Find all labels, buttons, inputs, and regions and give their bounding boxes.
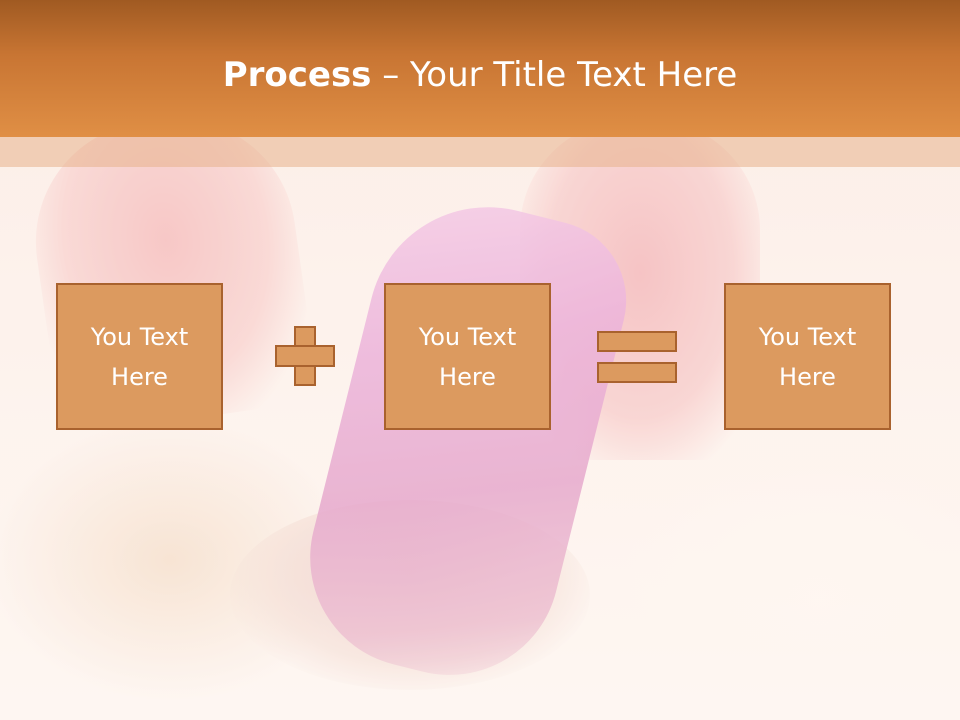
process-box-2[interactable]: You Text Here — [384, 283, 551, 430]
title-rest: – Your Title Text Here — [371, 55, 738, 95]
process-box-1-line1: You Text — [90, 322, 189, 351]
plus-icon[interactable] — [275, 326, 335, 386]
equals-icon-bottom-bar — [597, 362, 677, 383]
process-box-3[interactable]: You Text Here — [724, 283, 891, 430]
equals-icon-top-bar — [597, 331, 677, 352]
header-band — [0, 0, 960, 137]
process-box-3-line2: Here — [779, 362, 836, 391]
process-box-2-line1: You Text — [418, 322, 517, 351]
process-box-3-line1: You Text — [758, 322, 857, 351]
title-bold: Process — [222, 55, 372, 95]
slide-title[interactable]: Process – Your Title Text Here — [0, 52, 960, 98]
equals-icon[interactable] — [597, 331, 677, 383]
process-box-1-line2: Here — [111, 362, 168, 391]
process-box-1[interactable]: You Text Here — [56, 283, 223, 430]
header-strip — [0, 137, 960, 167]
process-box-2-line2: Here — [439, 362, 496, 391]
plus-icon-center — [296, 347, 314, 365]
